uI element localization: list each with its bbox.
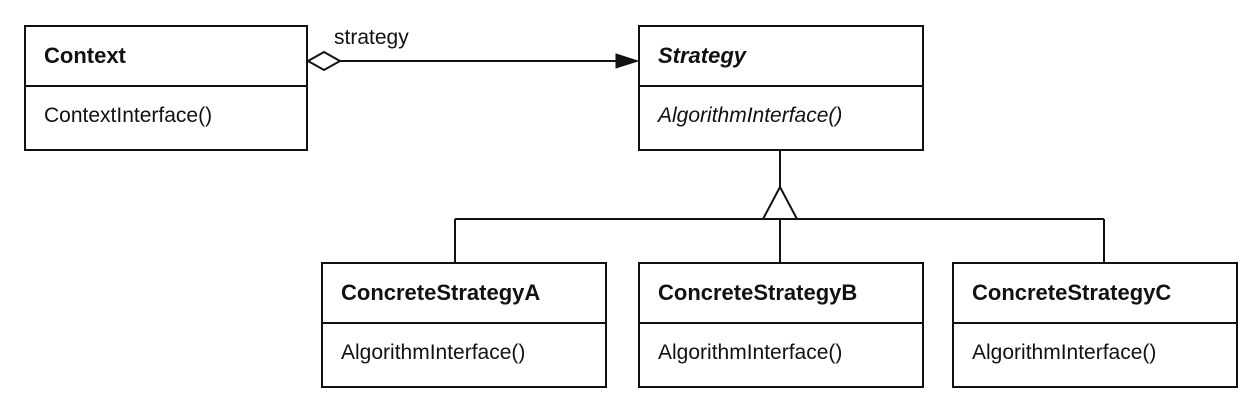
concrete-strategy-c-name: ConcreteStrategyC [954, 264, 1236, 324]
concrete-strategy-a-operation: AlgorithmInterface() [341, 341, 526, 364]
concrete-strategy-c-operation: AlgorithmInterface() [972, 341, 1157, 364]
strategy-class-operation: AlgorithmInterface() [658, 104, 843, 127]
aggregation-diamond [305, 50, 343, 72]
concrete-strategy-b-name: ConcreteStrategyB [640, 264, 922, 324]
context-class: Context ContextInterface() [24, 25, 308, 151]
concrete-strategy-a-name: ConcreteStrategyA [323, 264, 605, 324]
inheritance-triangle [761, 184, 799, 220]
concrete-strategy-b-operation: AlgorithmInterface() [658, 341, 843, 364]
concrete-strategy-b-class: ConcreteStrategyB AlgorithmInterface() [638, 262, 924, 388]
context-class-operation: ContextInterface() [44, 104, 213, 127]
association-arrowhead [615, 53, 640, 69]
concrete-strategy-a-class: ConcreteStrategyA AlgorithmInterface() [321, 262, 607, 388]
strategy-class: Strategy AlgorithmInterface() [638, 25, 924, 151]
association-role-label: strategy [334, 26, 409, 49]
concrete-strategy-c-class: ConcreteStrategyC AlgorithmInterface() [952, 262, 1238, 388]
strategy-class-name: Strategy [640, 27, 922, 87]
context-class-name: Context [26, 27, 306, 87]
